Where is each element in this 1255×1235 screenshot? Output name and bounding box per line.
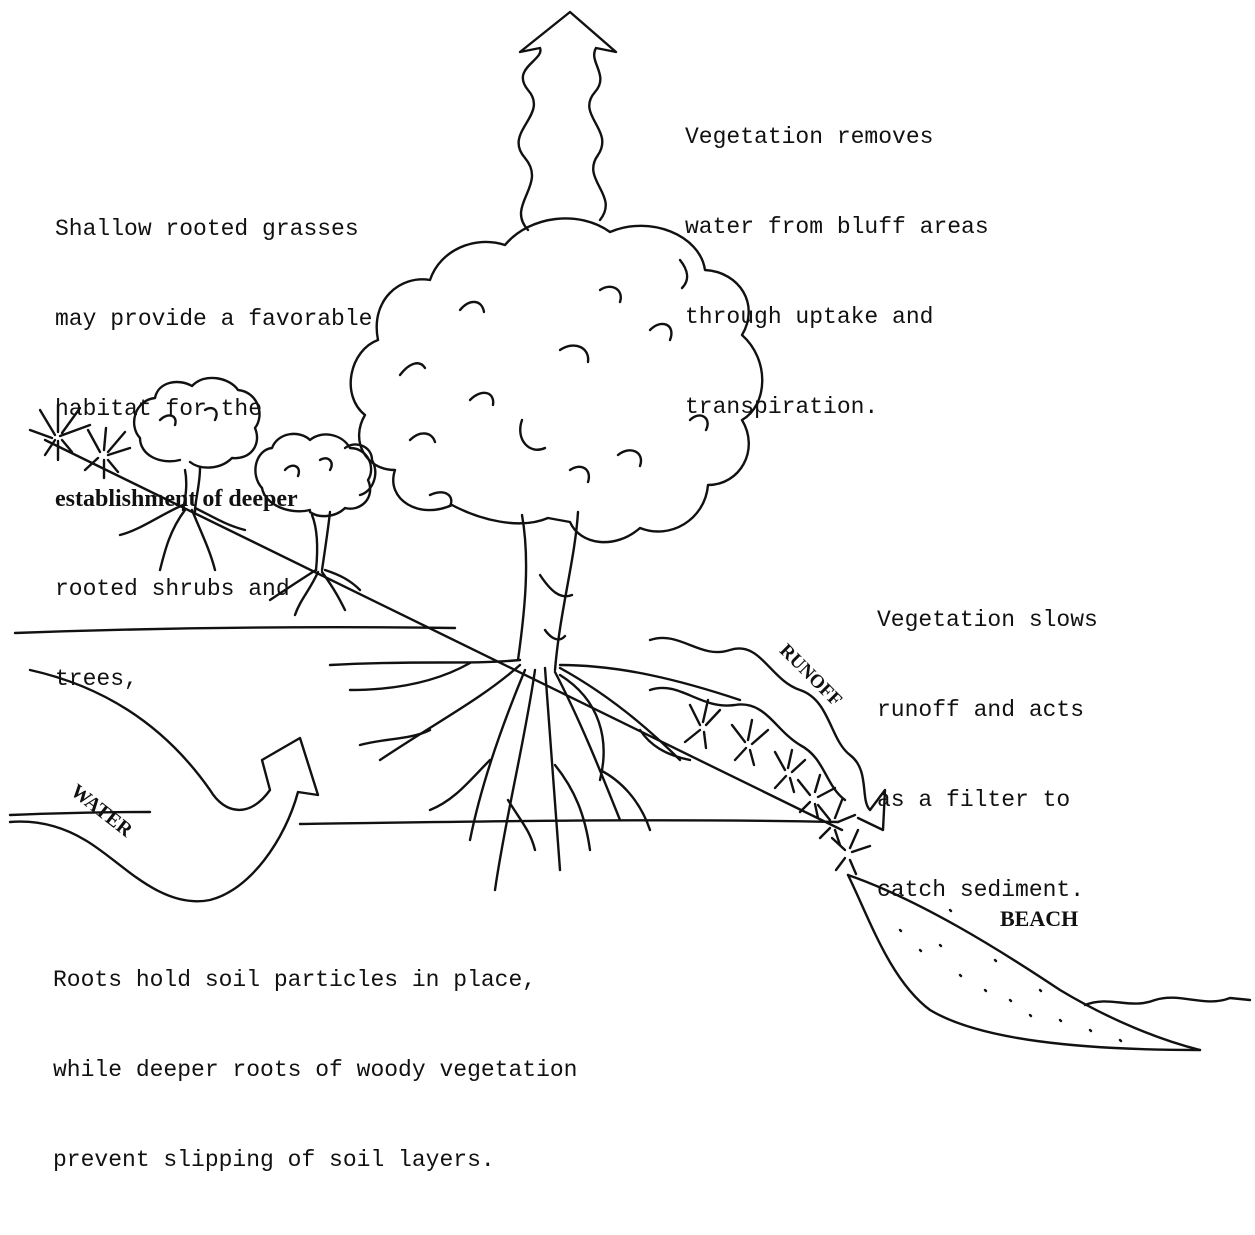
grasses-caption-line: trees,: [55, 664, 372, 694]
runoff-filter-caption-line: runoff and acts: [877, 695, 1098, 725]
roots-caption-line: while deeper roots of woody vegetation: [53, 1055, 578, 1085]
grasses-caption: Shallow rooted grasses may provide a fav…: [55, 154, 372, 754]
transpiration-caption-line: transpiration.: [685, 392, 989, 422]
grasses-caption-line: Shallow rooted grasses: [55, 214, 372, 244]
transpiration-caption: Vegetation removes water from bluff area…: [685, 62, 989, 482]
runoff-filter-caption-line: as a filter to: [877, 785, 1098, 815]
roots-caption-line: prevent slipping of soil layers.: [53, 1145, 578, 1175]
grasses-caption-line: habitat for the: [55, 394, 372, 424]
runoff-filter-caption: Vegetation slows runoff and acts as a fi…: [877, 545, 1098, 965]
beach-label: BEACH: [1000, 906, 1078, 932]
transpiration-arrow-icon: [519, 12, 616, 230]
transpiration-caption-line: Vegetation removes: [685, 122, 989, 152]
grasses-caption-line: may provide a favorable: [55, 304, 372, 334]
runoff-filter-caption-line: catch sediment.: [877, 875, 1098, 905]
bluff-vegetation-diagram: Vegetation removes water from bluff area…: [0, 0, 1255, 1059]
large-tree-roots-icon: [330, 660, 740, 890]
runoff-arrow-icon: [650, 638, 885, 830]
roots-caption-line: Roots hold soil particles in place,: [53, 965, 578, 995]
roots-caption: Roots hold soil particles in place, whil…: [53, 905, 578, 1235]
grasses-caption-line: rooted shrubs and: [55, 574, 372, 604]
grasses-caption-line: establishment of deeper: [55, 484, 372, 514]
large-tree-trunk-icon: [518, 512, 578, 670]
transpiration-caption-line: water from bluff areas: [685, 212, 989, 242]
runoff-filter-caption-line: Vegetation slows: [877, 605, 1098, 635]
transpiration-caption-line: through uptake and: [685, 302, 989, 332]
